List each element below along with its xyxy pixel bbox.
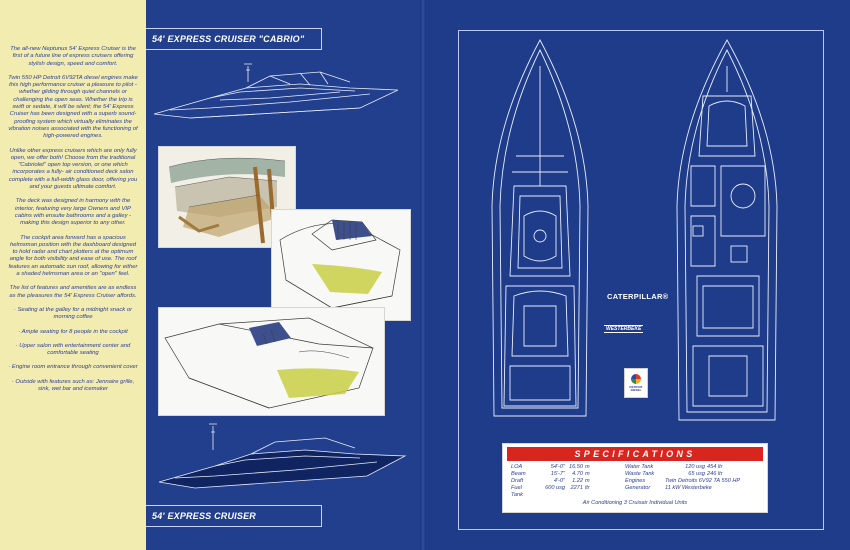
specifications-table: LOA 54'-0" 16.50 m Water Tank 120 usg 45…: [503, 461, 767, 499]
feature-item: · Ample seating for 8 people in the cock…: [18, 328, 128, 335]
spec-label: Waste Tank: [625, 471, 655, 477]
interior-plan-drawing: [676, 39, 778, 421]
feature-item: · Seating at the galley for a midnight s…: [13, 306, 133, 321]
spec-label: Draft: [511, 478, 524, 484]
engines-paragraph: Twin 550 HP Detroit 6V92TA diesel engine…: [8, 74, 138, 140]
deck-plan-drawing: [491, 39, 589, 417]
spec-label: LOA: [511, 464, 523, 470]
versions-paragraph: Unlike other express cruisers which are …: [8, 147, 138, 191]
feature-item: · Upper salon with entertainment center …: [15, 342, 131, 357]
spec-label: Generator: [625, 485, 651, 491]
spec-unit: m: [585, 478, 590, 484]
spec-imperial: 15'-7": [550, 471, 565, 477]
feature-item: · Outside with features such as: Jennair…: [11, 378, 135, 392]
spec-label: Water Tank: [625, 464, 654, 470]
interior-sketch: [159, 147, 295, 247]
page-spine: [420, 0, 426, 550]
yacht-profile-top: [153, 63, 399, 119]
detroit-diesel-label: DETROIT DIESEL: [629, 384, 643, 392]
intro-paragraph: The all-new Neptunus 54' Express Cruiser…: [10, 46, 136, 67]
specifications-box: SPECIFICATIONS LOA 54'-0" 16.50 m Water …: [502, 443, 768, 513]
spec-imperial: 600 usg: [545, 485, 565, 491]
spec-unit: m: [585, 471, 590, 477]
yacht-profile-bottom: [158, 423, 407, 489]
spec-label: Fuel Tank: [511, 485, 523, 498]
spec-engines: Twin Detroits 6V92 TA 550 HP: [665, 478, 741, 484]
spec-imperial: 120 usg: [685, 464, 705, 470]
westerbeke-logo: WESTERBEKE: [604, 325, 644, 333]
spec-metric: 454 ltr: [707, 464, 723, 470]
spec-imperial: 54'-0": [550, 464, 565, 470]
spec-metric: 16.50: [569, 464, 583, 470]
specifications-heading: SPECIFICATIONS: [507, 447, 763, 461]
spec-metric: 246 ltr: [707, 471, 723, 477]
spec-imperial: 65 usg: [688, 471, 705, 477]
spec-metric: 1.22: [572, 478, 583, 484]
cruiser-title: 54' EXPRESS CRUISER: [146, 505, 322, 527]
cabrio-title: 54' EXPRESS CRUISER "CABRIO": [146, 28, 322, 50]
features-paragraph: The list of features and amenities are a…: [9, 285, 137, 299]
open-top-sketch: [159, 308, 384, 415]
cockpit-paragraph: The cockpit area forward has a spacious …: [8, 234, 138, 278]
hardtop-sketch: [272, 210, 410, 320]
spec-label: Beam: [511, 471, 526, 477]
feature-item: · Engine room entrance through convenien…: [8, 364, 138, 371]
spec-label: Engines: [625, 478, 646, 484]
deck-paragraph: The deck was designed in harmony with th…: [14, 198, 132, 227]
caterpillar-logo: CATERPILLAR®: [607, 292, 669, 301]
spec-unit: m: [585, 464, 590, 470]
spec-imperial: 4'-0": [553, 478, 565, 484]
spec-metric: 4.70: [572, 471, 583, 477]
specs-air-conditioning: Air Conditioning 3 Cruisair Individual U…: [582, 500, 688, 506]
detroit-diesel-logo: DETROIT DIESEL: [624, 368, 648, 398]
blueprint-frame: [458, 30, 824, 530]
spec-metric: 2271: [570, 485, 583, 491]
description-column: The all-new Neptunus 54' Express Cruiser…: [0, 0, 146, 550]
detroit-diesel-emblem-icon: [631, 373, 641, 384]
spec-unit: ltr: [585, 485, 590, 491]
spec-generator: 11 kW Westerbeke: [665, 485, 712, 491]
